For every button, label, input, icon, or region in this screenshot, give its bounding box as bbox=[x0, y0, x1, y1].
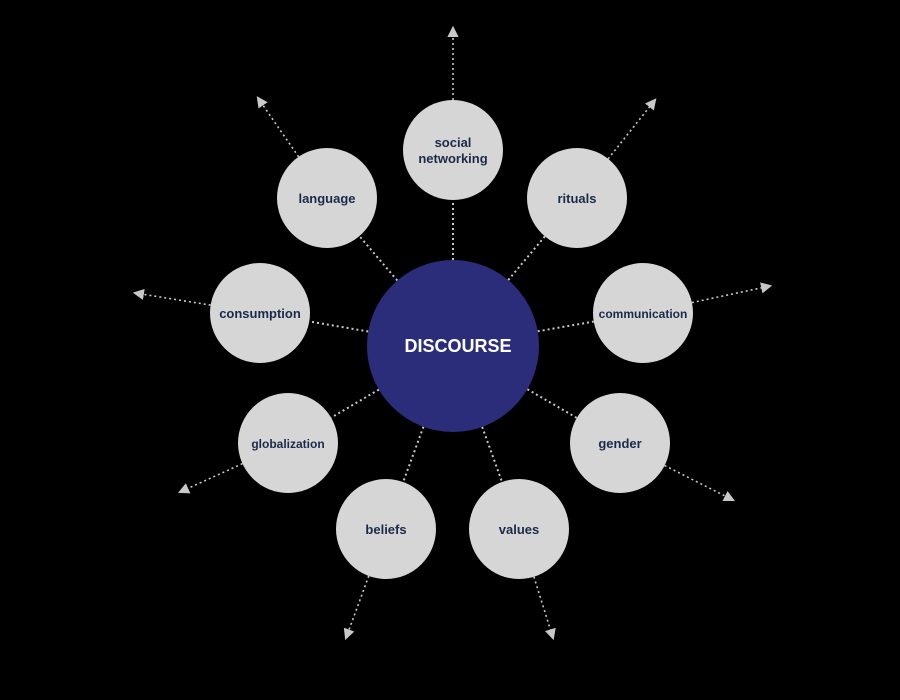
connector-gender bbox=[526, 388, 578, 419]
node-consumption: consumption bbox=[210, 263, 310, 363]
center-node: DISCOURSE bbox=[367, 260, 539, 432]
node-label-line: consumption bbox=[219, 306, 301, 321]
node-communication: communication bbox=[593, 263, 693, 363]
connector-language bbox=[358, 235, 399, 282]
node-rituals: rituals bbox=[527, 148, 627, 248]
arrow-gender bbox=[664, 464, 735, 502]
node-label-gender: gender bbox=[598, 436, 641, 451]
arrow-consumption bbox=[132, 288, 211, 306]
connector-rituals bbox=[507, 235, 546, 281]
node-label-line: globalization bbox=[251, 437, 324, 451]
connector-communication bbox=[537, 320, 594, 333]
node-circle-consumption bbox=[210, 263, 310, 363]
node-label-language: language bbox=[298, 191, 355, 206]
arrow-globalization bbox=[177, 462, 243, 494]
node-label-globalization: globalization bbox=[251, 437, 324, 451]
node-circle-values bbox=[469, 479, 569, 579]
node-label-line: values bbox=[499, 522, 539, 537]
node-label-line: beliefs bbox=[365, 522, 406, 537]
node-label-line: social bbox=[435, 135, 472, 150]
arrow-beliefs bbox=[343, 575, 370, 641]
node-circle-language bbox=[277, 148, 377, 248]
center-label: DISCOURSE bbox=[404, 336, 511, 356]
node-circle-social-networking bbox=[403, 100, 503, 200]
node-label-line: language bbox=[298, 191, 355, 206]
node-circle-globalization bbox=[238, 393, 338, 493]
arrow-language bbox=[256, 96, 300, 158]
outward-arrows bbox=[132, 25, 773, 641]
node-values: values bbox=[469, 479, 569, 579]
connector-values bbox=[481, 426, 503, 483]
node-label-communication: communication bbox=[599, 307, 688, 321]
node-gender: gender bbox=[570, 393, 670, 493]
node-label-consumption: consumption bbox=[219, 306, 301, 321]
node-label-rituals: rituals bbox=[557, 191, 596, 206]
arrow-communication bbox=[691, 282, 773, 304]
connector-globalization bbox=[330, 388, 380, 419]
arrow-rituals bbox=[607, 98, 657, 160]
center-circle bbox=[367, 260, 539, 432]
node-label-line: gender bbox=[598, 436, 641, 451]
node-label-line: networking bbox=[418, 151, 487, 166]
node-beliefs: beliefs bbox=[336, 479, 436, 579]
node-label-line: rituals bbox=[557, 191, 596, 206]
connectors bbox=[309, 200, 594, 483]
arrow-values bbox=[533, 576, 556, 641]
node-language: language bbox=[277, 148, 377, 248]
node-label-beliefs: beliefs bbox=[365, 522, 406, 537]
node-globalization: globalization bbox=[238, 393, 338, 493]
node-circle-gender bbox=[570, 393, 670, 493]
node-label-values: values bbox=[499, 522, 539, 537]
node-label-line: communication bbox=[599, 307, 688, 321]
node-circle-rituals bbox=[527, 148, 627, 248]
node-circle-communication bbox=[593, 263, 693, 363]
connector-beliefs bbox=[402, 426, 425, 483]
node-circle-beliefs bbox=[336, 479, 436, 579]
connector-consumption bbox=[309, 320, 369, 333]
